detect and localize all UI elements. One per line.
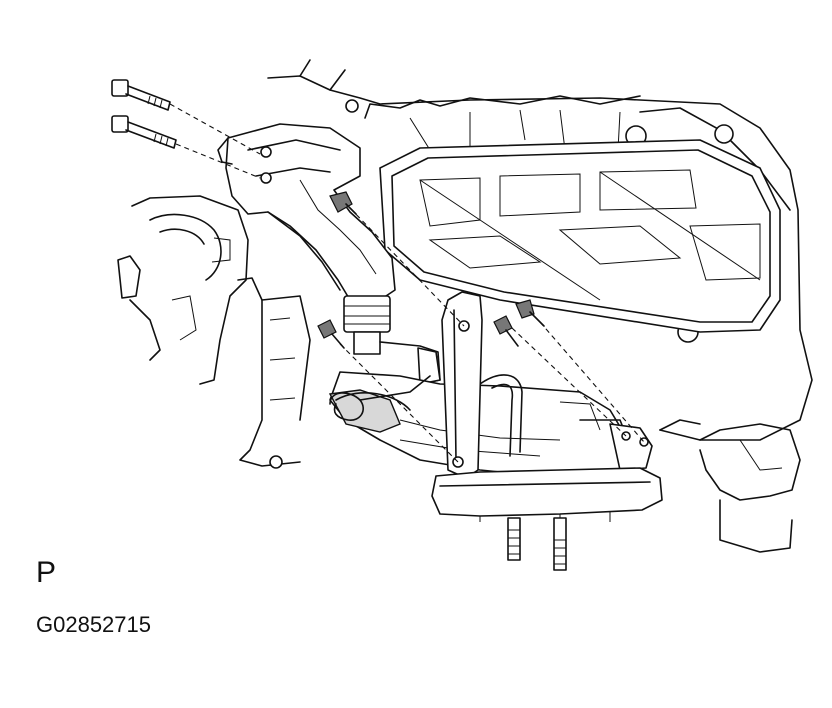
bolt-joint-left xyxy=(317,319,345,349)
oxygen-sensor-joint xyxy=(343,295,441,385)
heat-insulator xyxy=(379,139,781,333)
bolt-upper xyxy=(111,79,171,111)
figure-id: G02852715 xyxy=(36,612,151,637)
right-housing xyxy=(659,419,801,553)
exhaust-manifold xyxy=(217,123,396,301)
view-label: P xyxy=(36,556,57,589)
manifold-stay xyxy=(441,291,483,479)
mounting-studs xyxy=(507,517,567,571)
sensor-wire-clamp xyxy=(329,375,431,421)
bolt-lower xyxy=(111,115,177,149)
alignment-lines xyxy=(169,103,645,463)
transmission-housing xyxy=(117,195,311,469)
bolt-center xyxy=(329,191,357,215)
catalytic-converter xyxy=(328,371,653,479)
lower-heat-insulator xyxy=(431,467,663,522)
